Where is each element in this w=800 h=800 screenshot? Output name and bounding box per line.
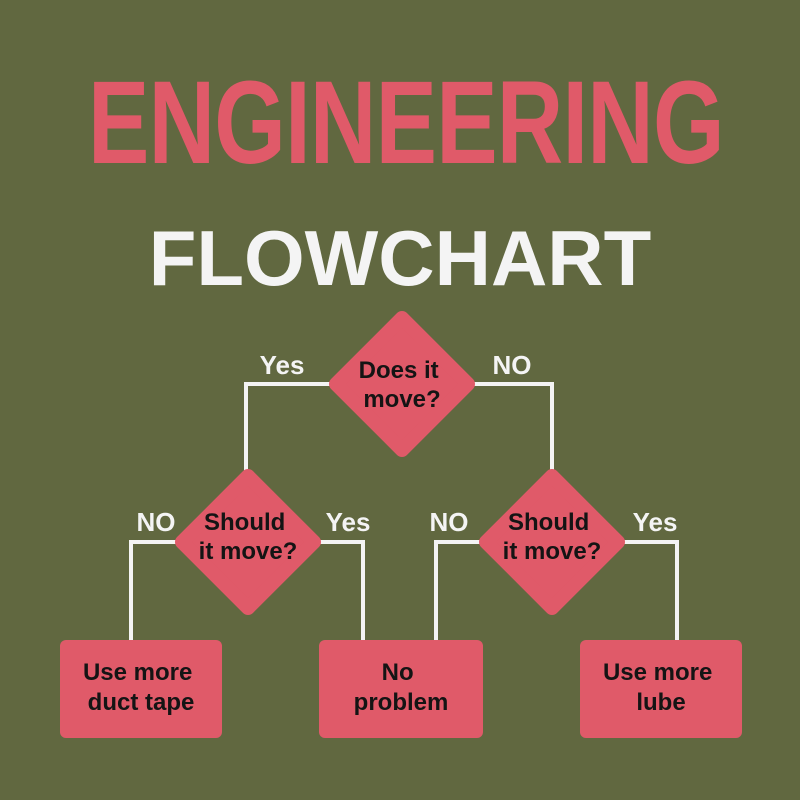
result-duct-tape [60, 640, 222, 738]
edge-label-left-no: NO [137, 507, 176, 537]
connectors [129, 382, 679, 640]
decision-should-left [175, 469, 321, 615]
result-no-problem [319, 640, 483, 738]
edge-right-no [434, 540, 480, 640]
edge-label-top-yes: Yes [260, 350, 305, 380]
title-main: ENGINEERING [88, 57, 725, 189]
decision-should-left-label: Should it move? [199, 509, 298, 565]
edge-label-right-no: NO [430, 507, 469, 537]
decision-does-it-move-label: Does it move? [359, 357, 446, 413]
edge-left-yes [320, 540, 365, 640]
decision-should-right-label: Should it move? [503, 509, 602, 565]
result-lube [580, 640, 742, 738]
decision-does-it-move [329, 311, 475, 457]
edge-label-top-no: NO [493, 350, 532, 380]
edge-label-right-yes: Yes [633, 507, 678, 537]
edge-top-yes [244, 382, 330, 472]
title-sub: FLOWCHART [148, 214, 652, 302]
edge-right-yes [624, 540, 679, 640]
result-duct-tape-label: Use more duct tape [83, 659, 199, 716]
result-no-problem-label: No problem [354, 659, 449, 716]
edge-left-no [129, 540, 176, 640]
decision-should-right [479, 469, 625, 615]
result-lube-label: Use more lube [603, 659, 719, 716]
edge-label-left-yes: Yes [326, 507, 371, 537]
edge-top-no [474, 382, 554, 472]
